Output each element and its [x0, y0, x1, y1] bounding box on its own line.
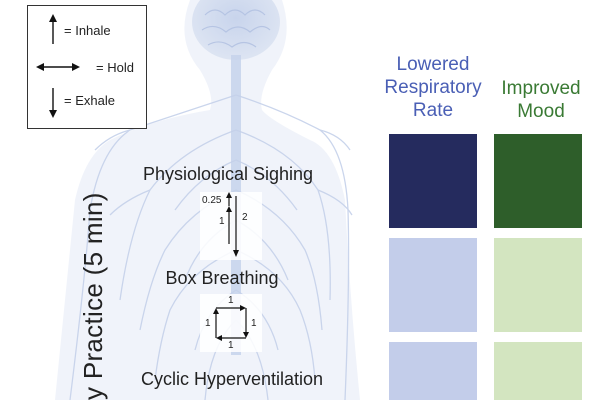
box-breathing-diagram: 1 1 1 1 — [200, 294, 262, 352]
physiological-sighing-diagram: 0.25 1 2 — [200, 192, 262, 260]
box-label-left: 1 — [205, 318, 211, 329]
technique-name-cyclic-hyperventilation: Cyclic Hyperventilation — [140, 369, 324, 389]
respiratory-header-line: Respiratory — [384, 77, 482, 98]
mood-header-line: Mood — [517, 101, 565, 122]
sigh-inhale-short-arrow-icon — [226, 192, 232, 206]
sigh-label-0-25: 0.25 — [202, 195, 222, 206]
hold-arrow-icon — [36, 63, 80, 71]
grid-cell-sighing-mood — [494, 134, 582, 228]
box-left-arrow-icon — [213, 308, 219, 338]
vertical-axis-label: y Practice (5 min) — [78, 192, 108, 400]
box-label-bottom: 1 — [228, 340, 234, 351]
legend-box: = Inhale = Hold = Exhale — [27, 5, 147, 129]
sigh-label-1: 1 — [219, 216, 225, 227]
legend-inhale-label: = Inhale — [64, 23, 111, 38]
grid-cell-sighing-respiratory — [389, 134, 477, 228]
technique-name-box-breathing: Box Breathing — [165, 268, 279, 288]
grid-cell-cyclic-mood — [494, 342, 582, 400]
legend-exhale-label: = Exhale — [64, 93, 115, 108]
column-header-respiratory: Lowered Respiratory Rate — [384, 53, 481, 122]
grid-cell-cyclic-respiratory — [389, 342, 477, 400]
box-top-arrow-icon — [216, 305, 246, 311]
sigh-label-2: 2 — [242, 212, 248, 223]
respiratory-header-line: Rate — [412, 100, 454, 121]
grid-cell-box-respiratory — [389, 238, 477, 332]
respiratory-header-line: Lowered — [396, 54, 470, 75]
grid-cell-box-mood — [494, 238, 582, 332]
sigh-inhale-arrow-icon — [226, 206, 232, 244]
box-right-arrow-icon — [243, 308, 249, 338]
box-label-top: 1 — [228, 295, 234, 306]
inhale-arrow-icon — [49, 14, 57, 44]
mood-header-line: Improved — [501, 78, 581, 99]
column-header-mood: Improved Mood — [501, 77, 580, 123]
exhale-arrow-icon — [49, 88, 57, 118]
legend-arrows — [36, 14, 80, 118]
technique-name-physiological-sighing: Physiological Sighing — [142, 164, 314, 184]
box-label-right: 1 — [251, 318, 257, 329]
sigh-exhale-arrow-icon — [233, 196, 239, 257]
box-bottom-arrow-icon — [216, 335, 246, 341]
legend-hold-label: = Hold — [96, 60, 134, 75]
